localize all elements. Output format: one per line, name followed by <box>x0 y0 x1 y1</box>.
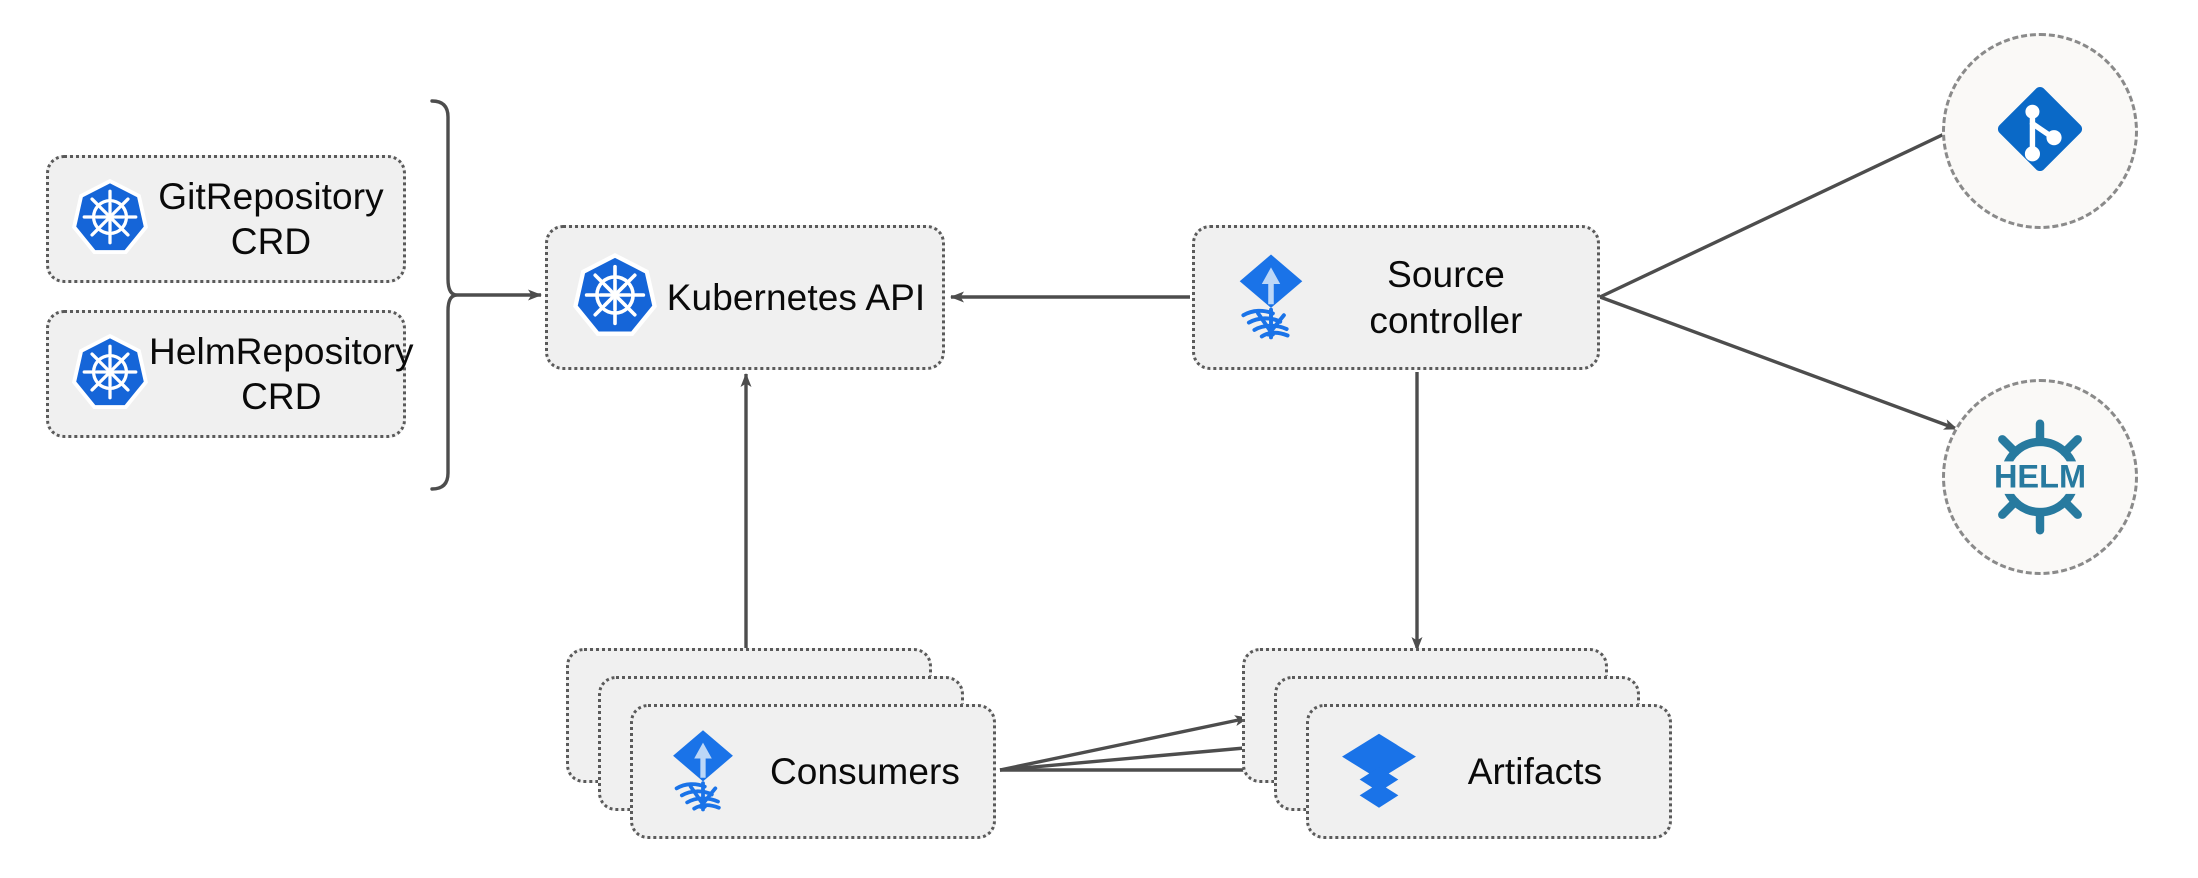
node-kubernetes-api[interactable]: Kubernetes API <box>545 225 945 370</box>
node-git-repository-crd[interactable]: GitRepository CRD <box>46 155 406 283</box>
edge-consumers-to-artifacts-1 <box>999 715 1249 772</box>
edge-consumers-to-artifacts-2 <box>999 740 1279 772</box>
node-label-artifacts: Artifacts <box>1467 750 1603 792</box>
helm-wordmark: HELM <box>1994 458 2086 494</box>
flux-icon <box>1225 249 1317 346</box>
node-helm-source[interactable]: HELM <box>1942 379 2138 575</box>
node-label-helm-repository-crd: HelmRepository CRD <box>149 330 414 417</box>
kubernetes-icon <box>71 333 149 416</box>
node-label-git-repository-crd: GitRepository CRD <box>158 175 384 262</box>
edge-source-controller-to-git <box>1599 125 1960 299</box>
flux-icon <box>659 725 747 818</box>
helm-icon: HELM <box>1975 412 2105 542</box>
node-artifacts[interactable]: Artifacts <box>1306 704 1672 839</box>
git-icon <box>1986 75 2094 188</box>
node-git-source[interactable] <box>1942 33 2138 229</box>
node-helm-repository-crd[interactable]: HelmRepository CRD <box>46 310 413 438</box>
node-label-kubernetes-api: Kubernetes API <box>666 276 926 318</box>
kubernetes-icon <box>572 252 658 343</box>
kubernetes-icon <box>71 178 149 261</box>
edge-source-controller-to-helm <box>1599 295 1958 431</box>
artifacts-layers-icon <box>1335 725 1423 818</box>
node-consumers[interactable]: Consumers <box>630 704 996 839</box>
node-source-controller[interactable]: Source controller <box>1192 225 1600 370</box>
node-label-source-controller: Source controller <box>1369 254 1523 341</box>
node-label-consumers: Consumers <box>769 750 961 792</box>
